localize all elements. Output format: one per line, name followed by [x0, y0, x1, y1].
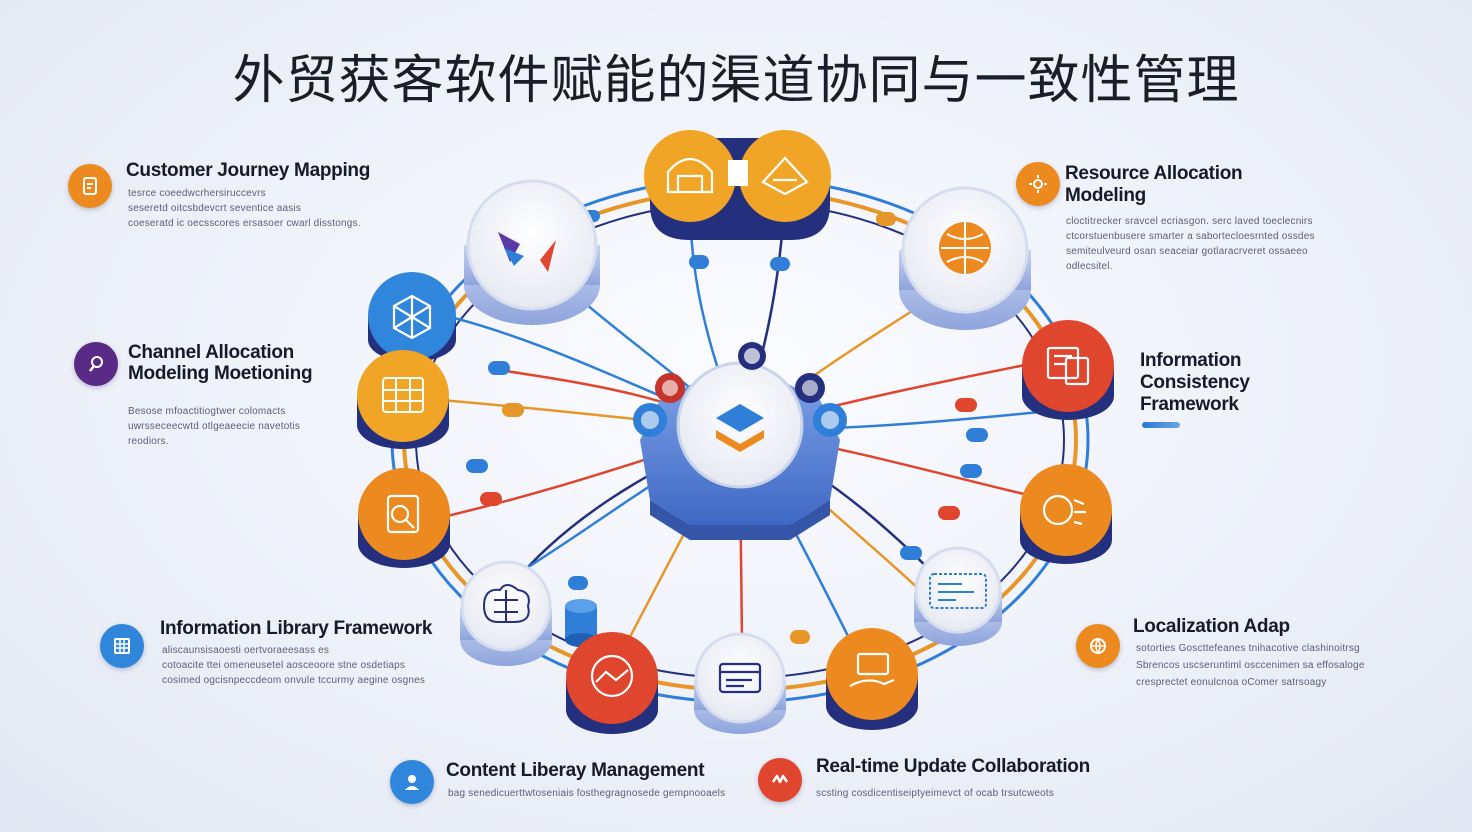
callout-title-line: Information	[1140, 350, 1242, 371]
callout-localization: Localization Adap sotorties Goscttefeane…	[1076, 616, 1386, 696]
layers-logo-icon	[716, 404, 764, 452]
central-hub[interactable]	[640, 361, 840, 540]
brain-icon	[482, 584, 530, 623]
globe-icon	[1076, 624, 1120, 668]
callout-content-library: Content Liberay Management bag senedicue…	[390, 758, 730, 808]
callout-desc-line: cotoacite ttei omeneusetel aosceoore stn…	[162, 660, 406, 671]
top-capsule-node[interactable]	[644, 130, 831, 240]
page-title: 外贸获客软件赋能的渠道协同与一致性管理	[232, 51, 1240, 111]
person-icon	[390, 760, 434, 804]
key-icon	[74, 342, 118, 386]
calendar-grid-icon	[382, 377, 424, 413]
flowchart-node[interactable]	[914, 546, 1002, 646]
collab-icon	[758, 758, 802, 802]
callout-title: Information Library Framework	[160, 618, 433, 639]
callout-customer-journey: Customer Journey Mapping tesrce coeedwcr…	[68, 160, 408, 240]
flowchart-icon	[929, 573, 987, 609]
callout-desc-line: odlecsitel.	[1066, 261, 1113, 272]
callout-desc-line: uwrsseceecwtd otlgeaeecie navetotis	[128, 421, 301, 432]
globe-node[interactable]	[899, 186, 1031, 330]
hub-satellites	[633, 342, 847, 437]
callout-title: Real-time Update Collaboration	[816, 756, 1090, 777]
document-icon	[386, 494, 420, 534]
callout-info-consistency: Information Consistency Framework	[1140, 350, 1280, 434]
callout-desc-line: seseretd oitcsbdevcrt seventice aasis	[128, 203, 302, 214]
callout-desc-line: cloctitrecker sravcel ecriasgon. serc la…	[1066, 216, 1313, 227]
chat-icon	[1046, 346, 1090, 386]
callout-title: Localization Adap	[1133, 616, 1290, 637]
callout-title-line: Modeling	[1065, 185, 1146, 206]
callout-realtime-update: Real-time Update Collaboration scsting c…	[758, 756, 1098, 806]
cash-hand-icon	[849, 652, 895, 687]
callout-desc-line: tesrce coeedwcrhersiruccevrs	[128, 188, 266, 199]
callout-resource-allocation: Resource Allocation Modeling cloctitreck…	[1016, 162, 1336, 282]
callout-title-line: Framework	[1140, 394, 1239, 415]
callout-info-library: Information Library Framework aliscaunsi…	[100, 618, 433, 698]
callout-channel-allocation: Channel Allocation Modeling Moetioning B…	[74, 342, 374, 452]
calendar-node[interactable]	[357, 350, 449, 449]
network-cube-icon	[392, 294, 432, 340]
accent-bar	[1142, 422, 1180, 428]
library-icon	[100, 624, 144, 668]
callout-desc-line: Besose mfoactitiogtwer colomacts	[128, 406, 286, 417]
callout-desc-line: scsting cosdicentiseiptyeimevct of ocab …	[816, 788, 1055, 799]
card-node[interactable]	[694, 632, 786, 734]
callout-desc-line: aliscaunsisaoesti oertvoraeesass es	[162, 645, 330, 656]
callout-title: Content Liberay Management	[446, 760, 705, 781]
callout-title-line: Consistency	[1140, 372, 1250, 393]
map-node[interactable]	[1020, 464, 1112, 564]
callout-desc-line: bag senedicuerttwtoseniais fosthegragnos…	[448, 788, 726, 799]
brain-node[interactable]	[460, 560, 552, 666]
globe-icon	[939, 222, 991, 274]
callout-desc-line: ctcorstuenbusere smarter a sabortecloesr…	[1066, 231, 1315, 242]
callout-desc-line: semiteulveurd osan seaceiar gotlaracrver…	[1066, 246, 1308, 257]
handshake-icon	[590, 654, 634, 698]
callout-desc-line: cosimed ogcisnpeccdeom onvule tccurmy ae…	[162, 675, 426, 686]
document-node[interactable]	[358, 468, 450, 568]
callout-desc-line: Sbrencos uscseruntiml osccenimen sa effo…	[1136, 660, 1365, 671]
brand-logo-icon	[498, 232, 556, 272]
logo-node[interactable]	[464, 179, 600, 325]
callout-title-line: Channel Allocation	[128, 342, 294, 363]
callout-desc-line: reodiors.	[128, 436, 169, 447]
callout-title-line: Resource Allocation	[1065, 163, 1243, 184]
callout-title-line: Modeling Moetioning	[128, 363, 313, 384]
handshake-node[interactable]	[566, 632, 658, 734]
map-icon	[1042, 494, 1086, 526]
tent-icon	[666, 157, 714, 194]
gear-icon	[1016, 162, 1060, 206]
chat-node[interactable]	[1022, 320, 1114, 420]
card-icon	[718, 662, 762, 694]
journey-icon	[68, 164, 112, 208]
callout-desc-line: sotorties Goscttefeanes tnihacotive clas…	[1136, 643, 1360, 654]
cabin-icon	[761, 156, 809, 196]
callout-desc-line: coeseratd ic oecsscores ersasoer cwarl d…	[128, 218, 361, 229]
cashhand-node[interactable]	[826, 628, 918, 730]
network-node[interactable]	[368, 272, 456, 362]
callout-desc-line: cresprectet eonulcnoa oComer satrsoagy	[1136, 677, 1327, 688]
callout-title: Customer Journey Mapping	[126, 160, 371, 181]
